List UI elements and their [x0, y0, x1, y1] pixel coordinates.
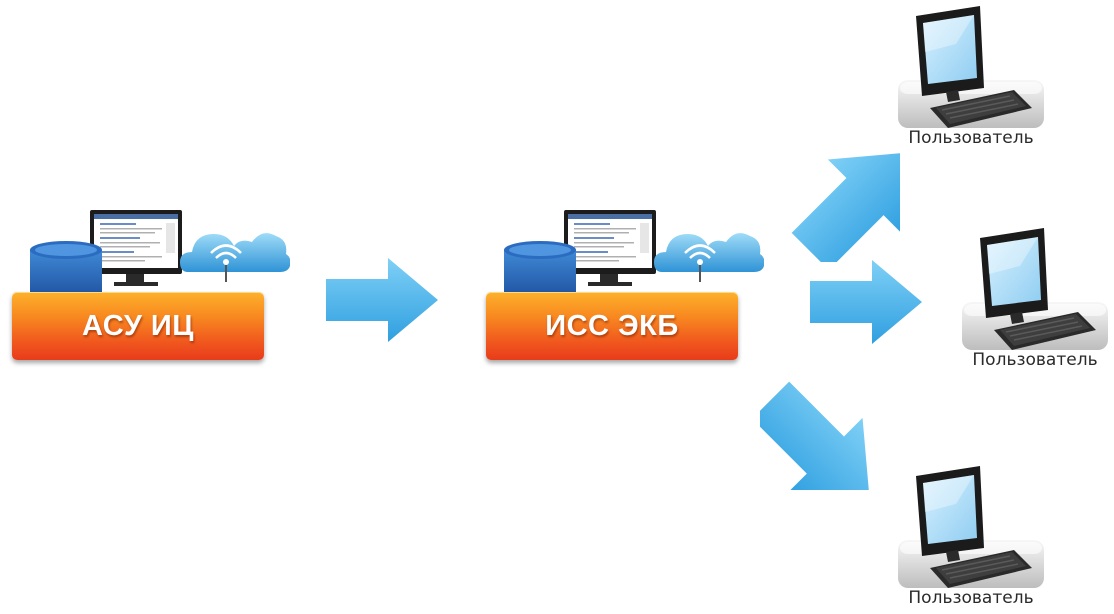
user-label: Пользователь — [908, 128, 1034, 148]
flow-arrow-right — [810, 260, 922, 344]
computer-icon — [896, 464, 1046, 592]
user-node: Пользователь — [896, 4, 1046, 154]
system-plate: ИСС ЭКБ — [486, 292, 738, 360]
computer-icon — [896, 4, 1046, 132]
database-icon — [30, 210, 290, 300]
system-illustration — [30, 210, 290, 300]
user-node: Пользователь — [960, 226, 1110, 376]
system-iss-ekb: ИСС ЭКБ — [486, 210, 748, 360]
system-illustration — [504, 210, 764, 300]
user-label: Пользователь — [908, 588, 1034, 608]
system-label: ИСС ЭКБ — [545, 309, 679, 342]
flow-arrow-down-right — [760, 363, 900, 490]
user-label: Пользователь — [972, 350, 1098, 370]
system-asu-ic: АСУ ИЦ — [12, 210, 274, 360]
computer-icon — [960, 226, 1110, 354]
flow-arrow-right — [326, 258, 438, 342]
database-icon — [504, 210, 764, 300]
system-plate: АСУ ИЦ — [12, 292, 264, 360]
user-node: Пользователь — [896, 464, 1046, 614]
system-label: АСУ ИЦ — [82, 309, 194, 342]
flow-arrow-up-right — [773, 122, 900, 262]
